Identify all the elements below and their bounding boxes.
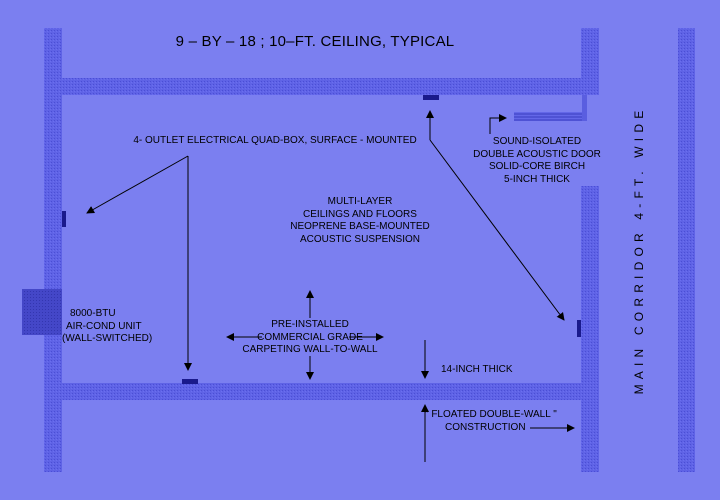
ceiling-label-line: CEILINGS AND FLOORS (303, 208, 417, 220)
door-label: SOUND-ISOLATED DOUBLE ACOUSTIC DOOR SOLI… (467, 136, 607, 186)
carpet-label: PRE-INSTALLED COMMERCIAL GRADE CARPETING… (230, 319, 390, 357)
left-wall (44, 28, 62, 472)
construction-label: " FLOATED DOUBLE-WALL " CONSTRUCTION (425, 409, 557, 434)
carpet-label-line: CARPETING WALL-TO-WALL (242, 344, 378, 355)
corridor-wall (678, 28, 695, 472)
ac-unit (22, 289, 62, 335)
outlet-box-left (62, 211, 66, 227)
diagram-title: 9 – BY – 18 ; 10–FT. CEILING, TYPICAL (175, 33, 455, 50)
carpet-label-line: PRE-INSTALLED (271, 319, 349, 330)
ceiling-label-line: MULTI-LAYER (327, 196, 393, 207)
ac-unit-label-line: (WALL-SWITCHED) (62, 333, 153, 344)
carpet-label-line: COMMERCIAL GRADE (257, 331, 363, 343)
ceiling-label: MULTI-LAYER CEILINGS AND FLOORS NEOPRENE… (280, 196, 440, 246)
bottom-wall (44, 383, 599, 400)
arrow-outlet-left (86, 155, 189, 214)
arrow-door (489, 114, 507, 134)
ac-unit-label: 8000-BTU AIR-COND UNIT (WALL-SWITCHED) (58, 308, 162, 346)
construction-label-line: " FLOATED DOUBLE-WALL " (425, 409, 557, 420)
corridor-label: MAIN CORRIDOR 4-FT. WIDE (632, 105, 646, 395)
arrow-outlet-right (429, 139, 565, 321)
ceiling-label-line: ACOUSTIC SUSPENSION (299, 233, 421, 245)
door-label-line: DOUBLE ACOUSTIC DOOR (473, 148, 601, 160)
outlet-box-bottom (182, 379, 198, 384)
ac-unit-label-line: 8000-BTU (70, 308, 116, 319)
outlet-box-top (423, 95, 439, 100)
door-label-line: 5-INCH THICK (504, 173, 570, 185)
leader-lines (86, 110, 575, 462)
ceiling-label-line: NEOPRENE BASE-MOUNTED (290, 221, 430, 232)
door-label-line: SOLID-CORE BIRCH (488, 161, 586, 172)
right-wall-upper (581, 28, 599, 95)
outlet-box-right (577, 320, 581, 337)
ac-unit-label-line: AIR-COND UNIT (66, 320, 142, 332)
right-wall-lower (581, 186, 599, 472)
wall-thickness-label: 14-INCH THICK (441, 364, 513, 375)
door-label-line: SOUND-ISOLATED (492, 136, 582, 147)
top-wall (44, 78, 599, 95)
outlet-box-label: 4- OUTLET ELECTRICAL QUAD-BOX, SURFACE -… (133, 135, 417, 146)
construction-label-line: CONSTRUCTION (445, 421, 526, 433)
acoustic-door (514, 95, 587, 121)
